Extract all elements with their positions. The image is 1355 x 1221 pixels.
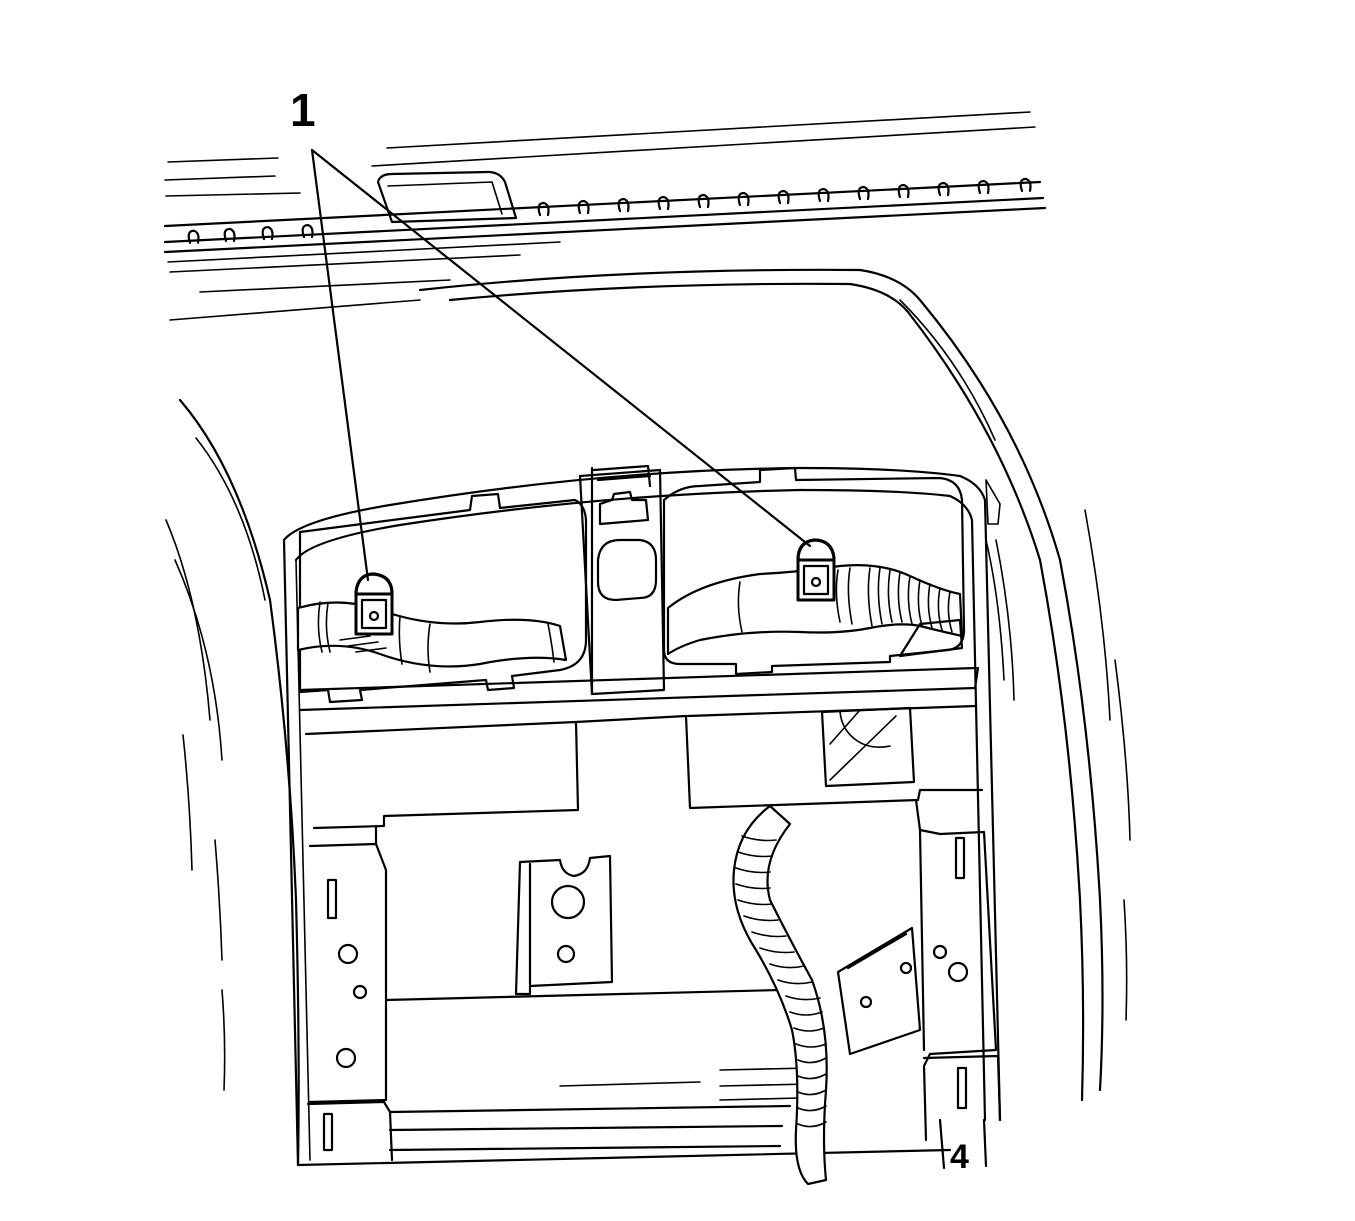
vent-slot [301,223,314,239]
vent-slot [937,181,950,197]
left-side-rail [306,824,394,1162]
center-support-bracket [578,464,666,696]
harness-wrap-ring [797,1057,827,1064]
right-side-rail [914,798,1002,1142]
vent-slot [857,185,870,201]
harness-wrap-ring [743,915,779,922]
vent-slot [777,189,790,205]
callout-number: 1 [290,84,316,136]
harness-wrap-ring [795,1043,827,1048]
left-cavity [298,492,588,704]
harness-wrap-ring [735,883,771,890]
callout-leader-right [310,148,812,548]
right-cavity [662,466,966,676]
callout-leader-left [310,148,370,582]
vent-slot [817,187,830,203]
defroster-vent-slots [187,177,1032,244]
harness-wrap-ring [797,1105,827,1112]
harness-wrap-ring [785,995,821,1001]
left-wiring-harness [296,601,568,673]
right-wiring-harness [666,564,964,658]
harness-wrap-ring [769,963,805,969]
harness-wrap-ring [735,867,771,874]
vent-slot [537,201,550,217]
harness-mount-plate [836,926,922,1056]
vent-slot [657,195,670,211]
vent-slot [697,193,710,209]
lower-floor-planes [384,988,811,1152]
vent-slot [577,199,590,215]
harness-wrap-ring [797,1089,827,1096]
instrument-panel-contours [165,268,1131,1167]
harness-wrap-ring [797,1121,827,1128]
corner-reference-mark: 4 [950,1138,969,1176]
right-harness-clip [796,538,836,602]
harness-wrap-ring [777,979,813,985]
vertical-wiring-harness [732,804,828,1186]
harness-wrap-ring [797,1073,827,1080]
vent-slot [617,197,630,213]
vent-slot [1019,177,1032,192]
left-harness-clip [354,572,394,636]
vertical-harness-wraps [735,835,827,1128]
harness-wrap-ring [751,931,787,938]
center-mount-bracket [514,854,614,996]
harness-wrap-ring [737,851,773,858]
defroster-grille [376,170,518,224]
vent-slot [977,179,990,195]
harness-wrap-ring [793,1027,825,1032]
vent-slot [223,227,236,243]
callout-1: 1 [290,84,812,582]
vent-slot [897,183,910,199]
harness-wrap-ring [789,1011,823,1016]
vent-slot [261,225,274,241]
harness-wrap-ring [759,947,795,954]
harness-wrap-ring [737,899,773,906]
glovebox-opening-frame [282,466,1002,1167]
vent-slot [737,191,750,207]
lower-right-corner-detail [938,479,1015,1170]
lower-cross-beam [298,666,984,830]
vent-slot [187,229,200,244]
harness-wrap-ring [741,835,777,842]
